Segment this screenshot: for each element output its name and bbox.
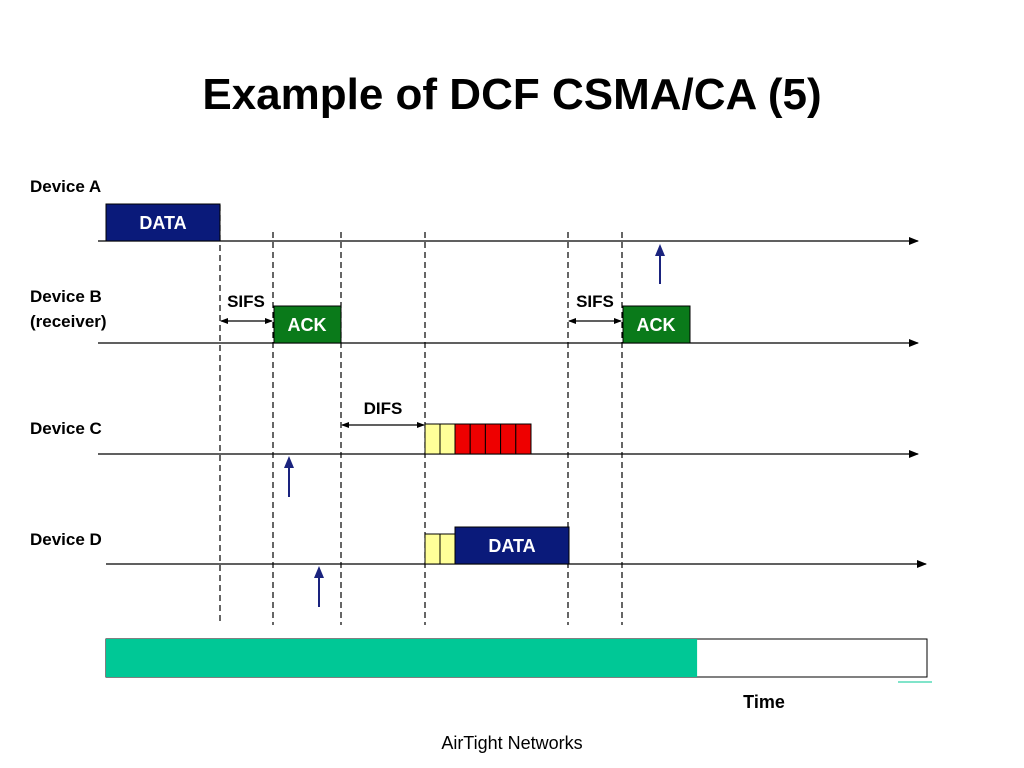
sifs-label: SIFS xyxy=(576,292,614,311)
device-c-row: Device C DIFS xyxy=(30,399,919,497)
backoff-slot-remaining xyxy=(484,423,502,455)
backoff-slot-remaining xyxy=(515,423,532,455)
backoff-slot-remaining xyxy=(469,423,486,455)
sifs-label: SIFS xyxy=(227,292,265,311)
slide-title: Example of DCF CSMA/CA (5) xyxy=(202,70,822,119)
device-d-row: Device D DATA xyxy=(30,526,927,607)
device-c-label: Device C xyxy=(30,419,102,438)
device-a-label: Device A xyxy=(30,177,101,196)
device-a-row: Device A DATA xyxy=(30,177,919,284)
device-d-label: Device D xyxy=(30,530,102,549)
device-d-data-frame xyxy=(454,526,570,565)
backoff-slot-idle xyxy=(424,423,441,455)
device-b-ack-label: ACK xyxy=(637,315,676,335)
device-b-ack-frame xyxy=(273,305,342,344)
device-d-data-label: DATA xyxy=(488,536,535,556)
backoff-slot-idle xyxy=(424,533,441,565)
device-b-ack-frame xyxy=(622,305,691,344)
backoff-slots xyxy=(424,423,532,455)
backoff-slot-remaining xyxy=(500,423,517,455)
time-markers xyxy=(219,205,623,625)
device-b-ack-label: ACK xyxy=(288,315,327,335)
device-b-label: Device B xyxy=(30,287,102,306)
time-label: Time xyxy=(743,692,785,712)
backoff-slot-idle xyxy=(439,423,456,455)
device-a-data-label: DATA xyxy=(139,213,186,233)
difs-label: DIFS xyxy=(364,399,403,418)
time-progress-bar: Time xyxy=(105,638,932,712)
device-a-data-frame xyxy=(105,203,221,242)
backoff-slot-remaining xyxy=(454,423,471,455)
backoff-slot-idle xyxy=(439,533,456,565)
footer-text: AirTight Networks xyxy=(441,733,583,753)
time-progress-fill xyxy=(106,639,698,677)
device-b-sublabel: (receiver) xyxy=(30,312,107,331)
device-b-row: Device B (receiver) SIFS ACK SIFS ACK xyxy=(30,287,919,347)
